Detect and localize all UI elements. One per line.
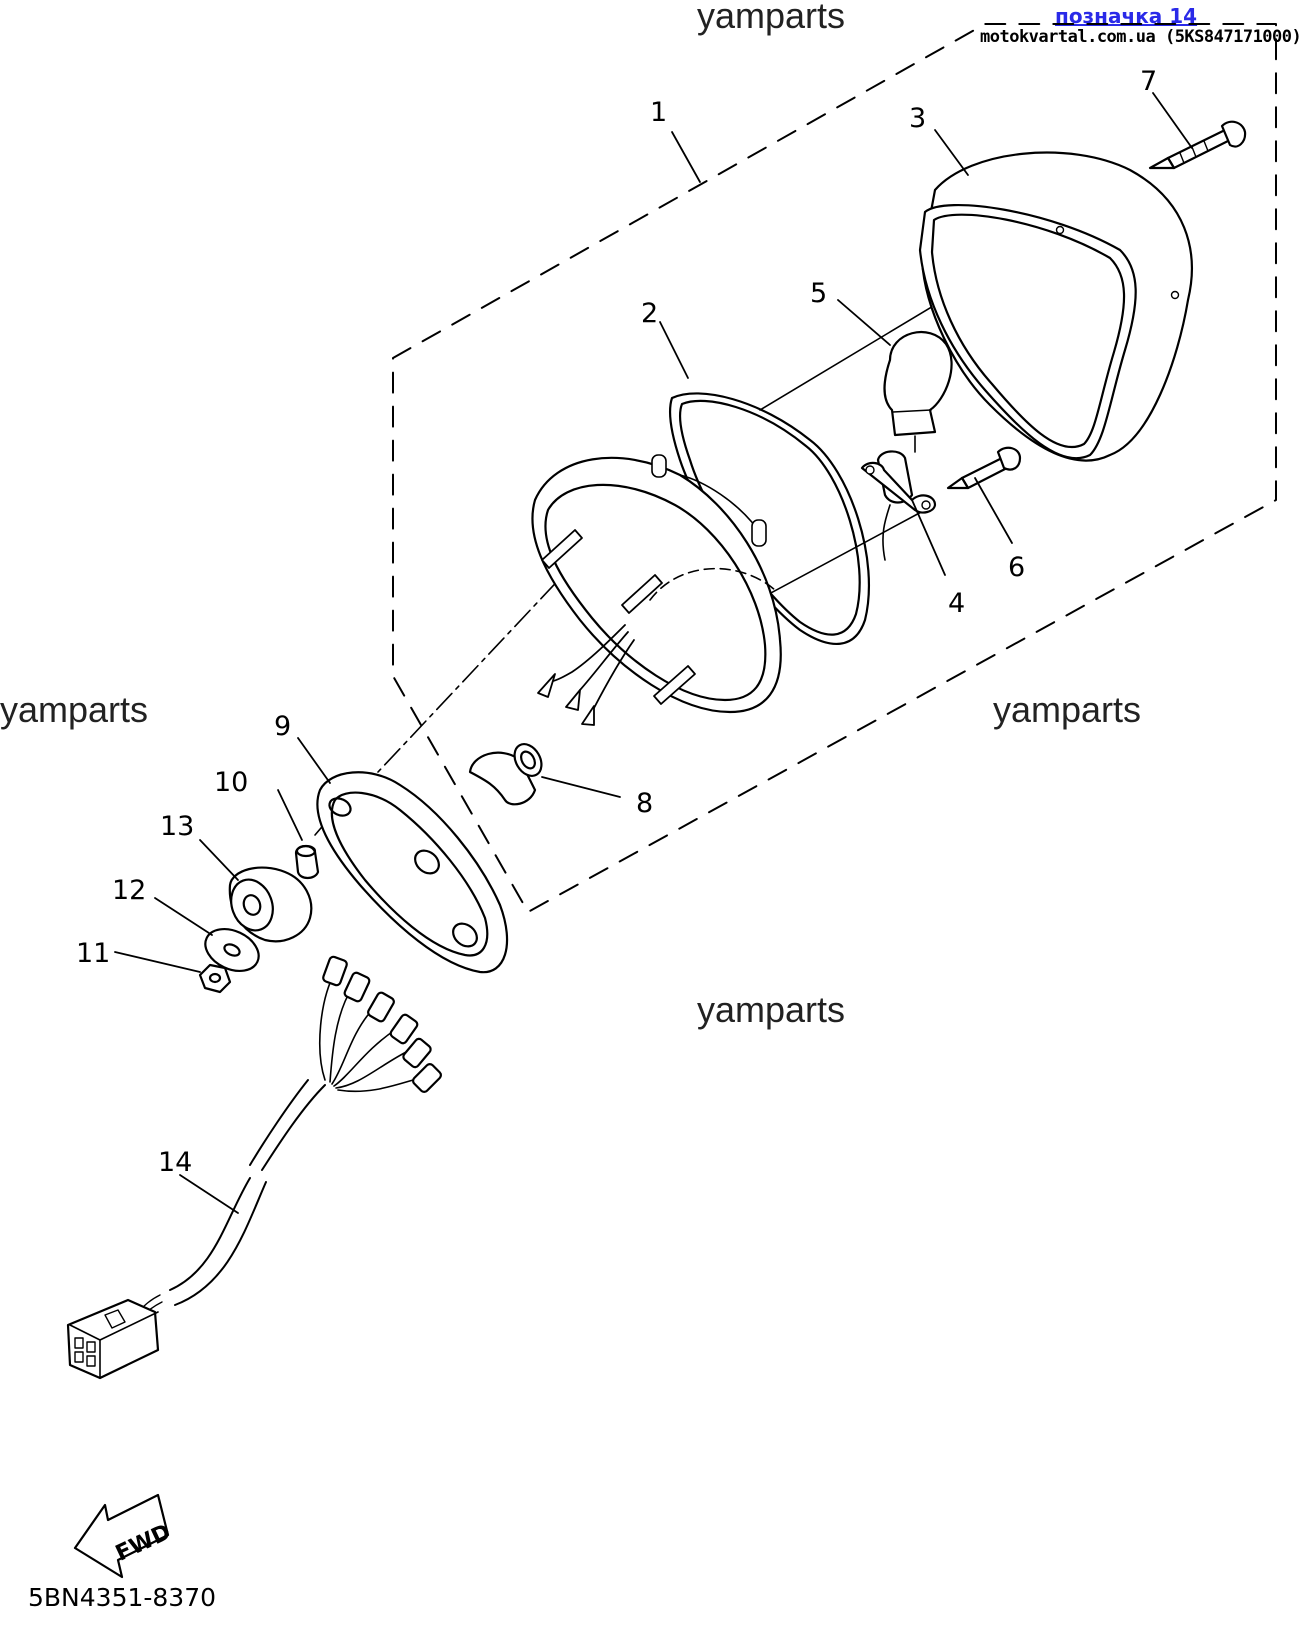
gasket-part bbox=[668, 392, 870, 645]
collar-part bbox=[294, 844, 320, 880]
lens-part bbox=[918, 151, 1193, 462]
wire-arrows bbox=[537, 624, 635, 726]
callout-5: 5 bbox=[810, 278, 827, 309]
callout-12: 12 bbox=[112, 875, 146, 906]
assembly-boundary bbox=[392, 23, 1277, 913]
callout-13: 13 bbox=[160, 811, 194, 842]
damper-part bbox=[228, 866, 313, 943]
callout-9: 9 bbox=[274, 711, 291, 742]
lens-screw bbox=[1148, 120, 1247, 170]
harness-connector bbox=[66, 1298, 160, 1380]
watermark-left: yamparts bbox=[0, 689, 148, 730]
callout-10: 10 bbox=[214, 767, 248, 798]
callout-8: 8 bbox=[636, 788, 653, 819]
bulb-part bbox=[883, 330, 953, 453]
watermark-right: yamparts bbox=[993, 689, 1141, 730]
socket-part bbox=[860, 450, 937, 561]
callout-3: 3 bbox=[909, 103, 926, 134]
fwd-arrow-icon: FWD bbox=[73, 1493, 175, 1579]
callout-14: 14 bbox=[158, 1147, 192, 1178]
watermark-top: yamparts bbox=[697, 0, 845, 36]
callout-6: 6 bbox=[1008, 552, 1025, 583]
source-caption: motokvartal.com.ua (5KS847171000) bbox=[980, 27, 1302, 47]
housing-studs bbox=[541, 529, 696, 705]
diagram-code: 5BN4351-8370 bbox=[28, 1583, 217, 1612]
callout-2: 2 bbox=[641, 298, 658, 329]
bracket-plate bbox=[316, 771, 509, 974]
socket-screw bbox=[946, 446, 1022, 490]
callout-4: 4 bbox=[948, 588, 965, 619]
leader-lines bbox=[114, 92, 1193, 1214]
nut-part bbox=[198, 963, 232, 994]
callout-11: 11 bbox=[76, 938, 110, 969]
callout-7: 7 bbox=[1140, 66, 1157, 97]
callout-1: 1 bbox=[650, 97, 667, 128]
grommet-part bbox=[468, 743, 543, 806]
wire-harness bbox=[139, 955, 442, 1319]
watermark-bottom: yamparts bbox=[697, 989, 845, 1030]
